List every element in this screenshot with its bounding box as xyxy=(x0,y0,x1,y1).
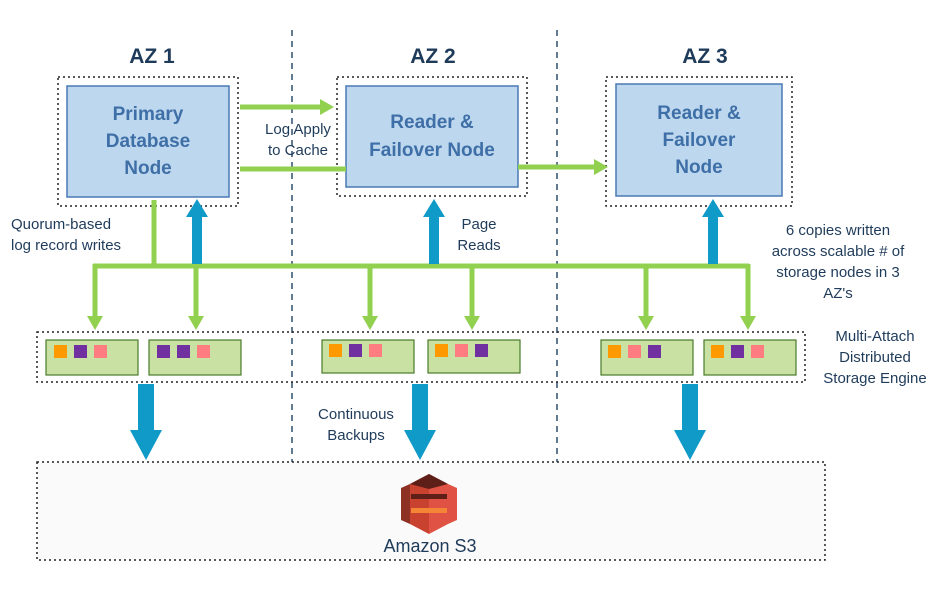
bus-drop-arrows xyxy=(87,264,756,330)
amazon-s3-bucket-icon xyxy=(401,474,457,534)
reader3-node-outline xyxy=(605,76,793,207)
segment-square-orange xyxy=(711,345,724,358)
log-apply-label: Log Apply to Cache xyxy=(265,121,331,159)
segment-square-purple xyxy=(475,344,488,357)
az-title: AZ 1 xyxy=(129,45,175,68)
reader2-node-outline xyxy=(336,76,528,197)
segment-square-purple xyxy=(648,345,661,358)
segment-square-purple xyxy=(177,345,190,358)
copies-label: 6 copies written across scalable # of st… xyxy=(771,222,905,302)
quorum-writes-label: Quorum-based log record writes xyxy=(11,216,122,254)
segment-square-purple xyxy=(349,344,362,357)
segment-square-orange xyxy=(435,344,448,357)
storage-node xyxy=(703,339,797,376)
segment-square-pink xyxy=(628,345,641,358)
az-title: AZ 2 xyxy=(410,45,456,68)
reader2-node-label: Reader & Failover Node xyxy=(369,111,495,161)
primary-node-label: Primary Database Node xyxy=(105,104,191,179)
segment-square-purple xyxy=(74,345,87,358)
storage-node xyxy=(427,339,521,374)
continuous-backups-label: Continuous Backups xyxy=(318,406,394,444)
reader3-node-box xyxy=(615,83,783,197)
storage-node xyxy=(148,339,242,376)
storage-engine-label: Multi-Attach Distributed Storage Engine xyxy=(823,328,927,387)
segment-square-purple xyxy=(157,345,170,358)
segment-square-pink xyxy=(94,345,107,358)
backup-arrows xyxy=(130,384,706,460)
segment-square-pink xyxy=(455,344,468,357)
reader3-node-label: Reader & Failover Node xyxy=(657,102,741,178)
segment-square-orange xyxy=(329,344,342,357)
primary-node-outline xyxy=(57,76,239,207)
reader2-to-reader3-arrowhead xyxy=(594,159,608,175)
segment-square-orange xyxy=(54,345,67,358)
page-reads-label: Page Reads xyxy=(457,216,501,254)
reader2-node-box xyxy=(345,85,519,188)
segment-square-pink xyxy=(369,344,382,357)
segment-square-purple xyxy=(731,345,744,358)
az-title: AZ 3 xyxy=(682,45,728,68)
amazon-s3-label: Amazon S3 xyxy=(383,536,477,556)
segment-square-orange xyxy=(608,345,621,358)
storage-engine-container xyxy=(36,331,806,383)
primary-node-box xyxy=(66,85,230,198)
storage-node xyxy=(45,339,139,376)
page-read-arrows xyxy=(186,199,724,264)
storage-node xyxy=(600,339,694,376)
storage-node xyxy=(321,339,415,374)
log-apply-arrowhead xyxy=(320,99,334,115)
segment-square-pink xyxy=(751,345,764,358)
segment-square-pink xyxy=(197,345,210,358)
